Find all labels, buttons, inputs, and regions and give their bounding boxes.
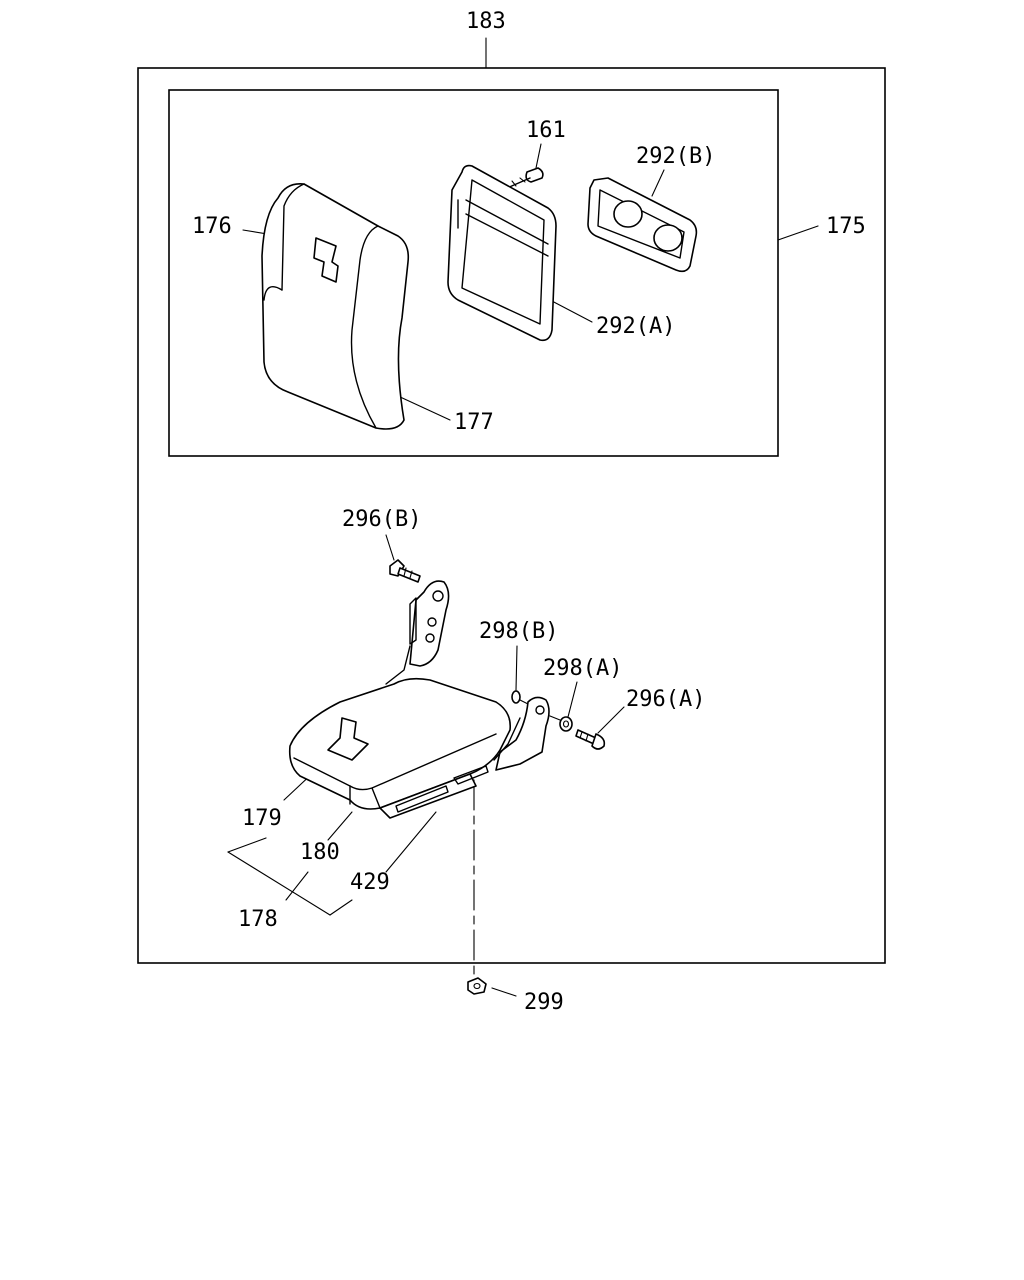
label-296a: 296(A) bbox=[626, 687, 705, 712]
washer-b-icon bbox=[511, 690, 529, 705]
label-178: 178 bbox=[238, 907, 278, 932]
label-179: 179 bbox=[242, 806, 282, 831]
label-292a: 292(A) bbox=[596, 314, 675, 339]
label-429: 429 bbox=[350, 870, 390, 895]
backrest-cushion bbox=[261, 182, 410, 430]
hinge-bracket-right bbox=[493, 696, 550, 771]
hinge-bracket-left bbox=[385, 580, 450, 685]
assembly-frame bbox=[137, 67, 886, 964]
nut-icon bbox=[467, 977, 487, 995]
label-180: 180 bbox=[300, 840, 340, 865]
label-161: 161 bbox=[526, 118, 566, 143]
label-175: 175 bbox=[826, 214, 866, 239]
back-cover-a bbox=[447, 164, 557, 342]
label-177: 177 bbox=[454, 410, 494, 435]
label-183: 183 bbox=[466, 9, 506, 34]
seat-cushion bbox=[288, 677, 512, 819]
label-292b: 292(B) bbox=[636, 144, 715, 169]
label-296b: 296(B) bbox=[342, 507, 421, 532]
bolt-icon bbox=[389, 559, 421, 583]
label-298b: 298(B) bbox=[479, 619, 558, 644]
label-298a: 298(A) bbox=[543, 656, 622, 681]
bolt-a-icon bbox=[575, 729, 606, 750]
screw-icon bbox=[497, 167, 544, 193]
washer-a-icon bbox=[549, 715, 573, 732]
label-sticker-icon bbox=[313, 237, 339, 283]
label-176: 176 bbox=[192, 214, 232, 239]
seat-label-sticker-icon bbox=[327, 717, 369, 761]
back-cover-b bbox=[587, 177, 698, 273]
label-299: 299 bbox=[524, 990, 564, 1015]
backrest-kit-frame bbox=[168, 89, 779, 457]
